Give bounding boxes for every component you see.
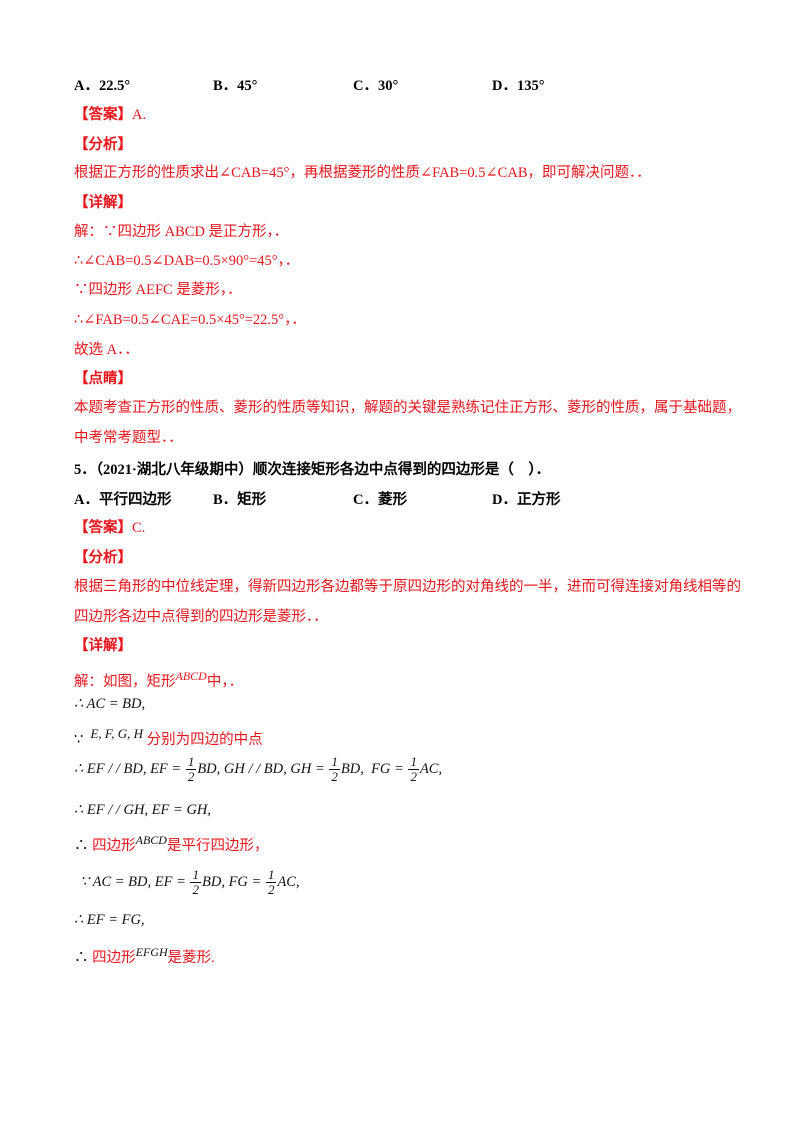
text: 分别为四边的中点 bbox=[146, 731, 263, 748]
q5-analysis-label: 【分析】 bbox=[74, 550, 132, 566]
q4-detail-line: ∵四边形 AEFC 是菱形，． bbox=[74, 282, 242, 298]
expr: ∴ EF / / BD, EF = bbox=[74, 760, 182, 777]
q4-detail-line: 故选 A．． bbox=[74, 342, 139, 358]
q4-analysis-text: 根据正方形的性质求出∠CAB=45°，再根据菱形的性质∠FAB=0.5∠CAB，… bbox=[74, 165, 651, 181]
expr: BD, bbox=[197, 760, 221, 777]
expr: AC, bbox=[419, 760, 443, 777]
q4-detail-label: 【详解】 bbox=[74, 195, 132, 211]
q5-option-c: C．菱形 bbox=[353, 492, 407, 508]
q5-detail-line-5: ∴ EF / / GH, EF = GH, bbox=[74, 802, 212, 818]
text: ∴ bbox=[74, 949, 89, 966]
expr: ∵ AC = BD, EF = bbox=[80, 873, 186, 890]
q5-detail-label: 【详解】 bbox=[74, 638, 132, 654]
answer-value: A. bbox=[132, 107, 147, 123]
answer-label: 【答案】 bbox=[74, 107, 132, 123]
q4-comment-label: 【点睛】 bbox=[74, 371, 132, 387]
q4-analysis-label: 【分析】 bbox=[74, 137, 132, 153]
text: 中，． bbox=[206, 673, 244, 690]
q4-detail-line: ∴∠CAB=0.5∠DAB=0.5×90°=45°，． bbox=[74, 253, 300, 269]
q4-option-b: B．45° bbox=[213, 78, 258, 94]
q5-detail-line-8: ∴ EF = FG, bbox=[74, 912, 145, 928]
q5-option-a: A．平行四边形 bbox=[74, 492, 172, 508]
q5-option-b: B．矩形 bbox=[213, 492, 267, 508]
q5-analysis-line: 四边形各边中点得到的四边形是菱形．． bbox=[74, 609, 328, 625]
math-symbol: E, F, G, H bbox=[90, 726, 143, 741]
q4-detail-line: ∴∠FAB=0.5∠CAE=0.5×45°=22.5°，． bbox=[74, 312, 306, 328]
q5-detail-line-1: 解：如图，矩形ABCD中，． bbox=[74, 666, 243, 692]
q5-option-d: D．正方形 bbox=[492, 492, 561, 508]
q5-detail-line-6: ∴ 四边形ABCD是平行四边形， bbox=[74, 830, 268, 856]
q5-detail-line-2: ∴ AC = BD, bbox=[74, 696, 146, 712]
q5-analysis-line: 根据三角形的中位线定理，得新四边形各边都等于原四边形的对角线的一半，进而可得连接… bbox=[74, 579, 741, 595]
expr: FG = bbox=[371, 760, 404, 777]
math-symbol: ABCD bbox=[175, 669, 207, 683]
q4-comment-line: 中考常考题型．． bbox=[74, 430, 183, 446]
text: 四边形 bbox=[92, 949, 136, 966]
answer-label: 【答案】 bbox=[74, 520, 132, 536]
math-symbol: EFGH bbox=[135, 945, 168, 959]
expr: BD, bbox=[340, 760, 364, 777]
answer-value: C. bbox=[132, 520, 146, 536]
q4-answer: 【答案】A. bbox=[74, 105, 146, 125]
text: 是平行四边形， bbox=[166, 837, 269, 854]
q5-detail-line-3: ∵ E, F, G, H 分别为四边的中点 bbox=[74, 724, 263, 750]
q4-option-a: A．22.5° bbox=[74, 78, 131, 94]
text: ∵ bbox=[74, 731, 84, 748]
text: 是菱形. bbox=[167, 949, 215, 966]
q5-answer: 【答案】C. bbox=[74, 518, 145, 538]
q4-option-c: C．30° bbox=[353, 78, 399, 94]
text: ∴ bbox=[74, 837, 89, 854]
expr: AC, bbox=[277, 873, 300, 890]
text: 四边形 bbox=[92, 837, 136, 854]
q5-question: 5．（2021·湖北八年级期中）顺次连接矩形各边中点得到的四边形是（ ）． bbox=[74, 462, 551, 478]
expr: GH / / BD, GH = bbox=[223, 760, 325, 777]
text: 解：如图，矩形 bbox=[74, 673, 176, 690]
expr: BD, FG = bbox=[201, 873, 262, 890]
math-symbol: ABCD bbox=[135, 833, 167, 847]
q4-comment-line: 本题考查正方形的性质、菱形的性质等知识，解题的关键是熟练记住正方形、菱形的性质，… bbox=[74, 400, 741, 416]
q4-detail-line: 解：∵四边形 ABCD 是正方形，． bbox=[74, 224, 289, 240]
q5-detail-line-9: ∴ 四边形EFGH是菱形. bbox=[74, 942, 215, 968]
q4-option-d: D．135° bbox=[492, 78, 545, 94]
